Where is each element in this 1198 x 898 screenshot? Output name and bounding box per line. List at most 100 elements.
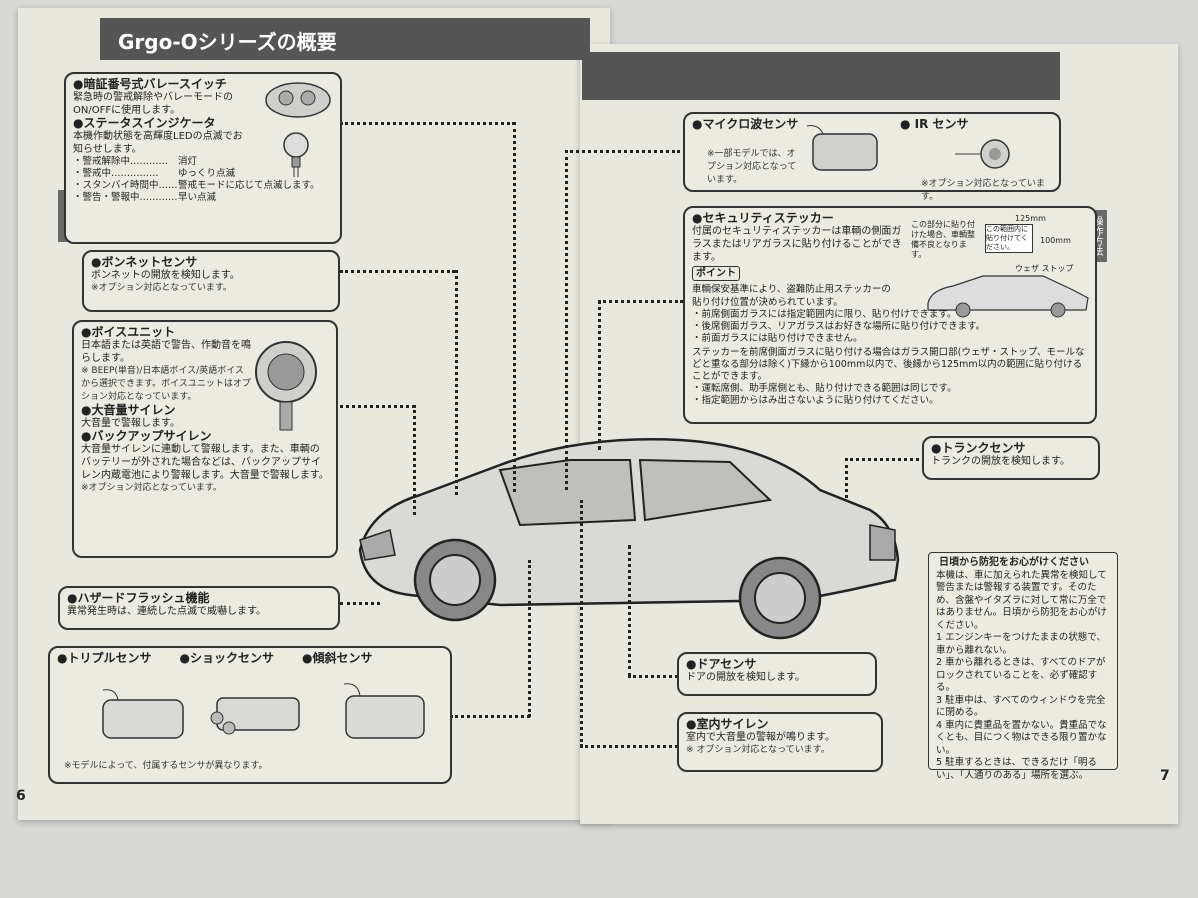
- sticker-bullet: ・前面ガラスには貼り付けできません。: [692, 333, 863, 344]
- dim-125: 125mm: [1015, 214, 1046, 223]
- valet-status-box: ●暗証番号式バレースイッチ 緊急時の警戒解除やバレーモードのON/OFFに使用し…: [64, 72, 342, 244]
- diagram-note-2: この範囲内に貼り付けてください。: [985, 224, 1033, 253]
- page-title: Grgo-Oシリーズの概要: [118, 30, 337, 54]
- hazard-box: ●ハザードフラッシュ機能 異常発生時は、連続した点滅で威嚇します。: [58, 586, 340, 630]
- status-row-label: ・警戒解除中…………: [73, 156, 169, 167]
- diagram-note-1: この部分に貼り付けた場合、車輌整備不良となります。: [911, 220, 975, 259]
- sticker-bullet2: ・指定範囲からはみ出さないように貼り付けてください。: [692, 395, 939, 406]
- door-box: ●ドアセンサ ドアの開放を検知します。: [677, 652, 877, 696]
- advice-item: 4 車内に貴重品を置かない。貴重品でなくとも、目につく物はできる限り置かない。: [936, 719, 1107, 756]
- led-indicator-icon: [283, 132, 309, 177]
- valet-heading: ●暗証番号式バレースイッチ: [73, 77, 227, 91]
- sticker-bullet2: ・運転席側、助手席側とも、貼り付けできる範囲は同じです。: [692, 383, 957, 394]
- status-row-value: ゆっくり点滅: [178, 168, 236, 179]
- weather-strip-label: ウェザ ストップ: [1015, 264, 1074, 273]
- advice-item: 3 駐車中は、すべてのウィンドウを完全に閉める。: [936, 694, 1106, 719]
- tilt-sensor-icon: [343, 683, 425, 739]
- interior-heading: ●室内サイレン: [686, 717, 769, 731]
- door-heading: ●ドアセンサ: [686, 657, 757, 671]
- bonnet-note: ※オプション対応となっています。: [91, 283, 232, 293]
- right-title-bar: [582, 52, 1060, 100]
- ir-heading: ● IR センサ: [900, 117, 969, 131]
- shock-sensor-heading: ●ショックセンサ: [179, 651, 274, 665]
- dim-100: 100mm: [1040, 236, 1071, 245]
- point-badge: ポイント: [692, 266, 740, 281]
- connector-line: [565, 150, 568, 490]
- siren-heading: ●大音量サイレン: [81, 403, 176, 417]
- connector-line: [845, 458, 848, 498]
- connector-line: [845, 458, 925, 461]
- trunk-box: ●トランクセンサ トランクの開放を検知します。: [922, 436, 1100, 480]
- advice-intro: 本機は、車に加えられた異常を検知して警告または警報する装置です。そのため、含盤や…: [936, 569, 1107, 631]
- backup-heading: ●バックアップサイレン: [81, 429, 212, 443]
- microwave-ir-box: ●マイクロ波センサ ※一部モデルでは、オプション対応となっています。 ● IR …: [683, 112, 1061, 202]
- sensors-note: ※モデルによって、付属するセンサが異なります。: [64, 761, 268, 771]
- sticker-car-icon: [927, 275, 1089, 318]
- page-number-left: 6: [16, 788, 26, 804]
- advice-box: 日頃から防犯をお心がけください 本機は、車に加えられた異常を検知して警告または警…: [928, 552, 1118, 781]
- valet-text: 緊急時の警戒解除やバレーモードのON/OFFに使用します。: [73, 92, 233, 116]
- interior-note: ※ オプション対応となっています。: [686, 745, 830, 755]
- interior-text: 室内で大音量の警報が鳴ります。: [686, 732, 835, 743]
- car-illustration: [358, 438, 900, 640]
- connector-line: [598, 300, 683, 303]
- bonnet-text: ボンネットの開放を検知します。: [91, 270, 240, 281]
- backup-text: 大音量サイレンに連動して警報します。また、車輌のバッテリーが外された場合などは、…: [81, 444, 329, 481]
- microwave-heading: ●マイクロ波センサ: [692, 117, 799, 131]
- sticker-detail: ステッカーを前席側面ガラスに貼り付ける場合はガラス開口部(ウェザ・ストップ、モー…: [692, 347, 1085, 382]
- ir-note: ※オプション対応となっています。: [921, 179, 1045, 202]
- connector-line: [628, 545, 631, 677]
- voice-note: ※ BEEP(単音)/日本語ボイス/英語ボイスから選択できます。ボイスユニットは…: [81, 366, 251, 402]
- connector-line: [513, 122, 516, 492]
- point-text: 車輌保安基準により、盗難防止用ステッカーの貼り付け位置が決められています。: [692, 284, 891, 308]
- status-heading: ●ステータスインジケータ: [73, 116, 216, 130]
- sensors-box: ●トリプルセンサ ●ショックセンサ ●傾斜センサ ※モデルによって、付属するセン…: [48, 646, 452, 784]
- connector-line: [580, 500, 583, 747]
- connector-line: [340, 602, 380, 605]
- connector-line: [528, 560, 531, 717]
- advice-heading: 日頃から防犯をお心がけください: [936, 557, 1092, 570]
- page-number-right: 7: [1160, 768, 1170, 784]
- sticker-bullet: ・後席側面ガラス、リアガラスはお好きな場所に貼り付けできます。: [692, 321, 986, 332]
- title-bar: Grgo-Oシリーズの概要: [100, 18, 590, 60]
- interior-box: ●室内サイレン 室内で大音量の警報が鳴ります。 ※ オプション対応となっています…: [677, 712, 883, 772]
- shock-sensor-icon: [210, 697, 300, 735]
- status-row-label: ・スタンバイ時間中……: [73, 180, 178, 191]
- connector-line: [565, 150, 680, 153]
- status-row-value: 早い点滅: [178, 192, 217, 203]
- connector-line: [340, 122, 515, 125]
- connector-line: [628, 675, 683, 678]
- connector-line: [455, 270, 458, 495]
- advice-item: 1 エンジンキーをつけたままの状態で、車から離れない。: [936, 632, 1106, 656]
- advice-item: 2 車から離れるときは、すべてのドアがロックされていることを、必ず確認する。: [936, 657, 1106, 693]
- connector-line: [340, 270, 455, 273]
- trunk-heading: ●トランクセンサ: [931, 441, 1026, 455]
- door-text: ドアの開放を検知します。: [686, 672, 805, 683]
- sticker-box: ●セキュリティステッカー 付属のセキュリティステッカーは車輌の側面ガラスまたはリ…: [683, 206, 1097, 424]
- ir-sensor-icon: [955, 139, 1010, 169]
- bonnet-heading: ●ボンネットセンサ: [91, 255, 198, 269]
- hazard-heading: ●ハザードフラッシュ機能: [67, 591, 210, 605]
- connector-line: [450, 715, 530, 718]
- microwave-sensor-icon: [806, 125, 878, 171]
- speaker-icon: [255, 341, 317, 431]
- sticker-heading: ●セキュリティステッカー: [692, 211, 834, 225]
- triple-sensor-icon: [102, 689, 184, 739]
- triple-sensor-heading: ●トリプルセンサ: [57, 651, 152, 665]
- trunk-text: トランクの開放を検知します。: [931, 456, 1070, 467]
- bonnet-box: ●ボンネットセンサ ボンネットの開放を検知します。 ※オプション対応となっていま…: [82, 250, 340, 312]
- hazard-text: 異常発生時は、連続した点滅で威嚇します。: [67, 606, 266, 617]
- status-row-label: ・警戒中……………: [73, 168, 159, 179]
- status-row-label: ・警告・警報中…………: [73, 192, 178, 203]
- connector-line: [340, 405, 415, 408]
- status-row-value: 消灯: [178, 156, 198, 167]
- advice-item: 5 駐車するときは、できるだけ「明るい」、「人通りのある」場所を選ぶ。: [936, 757, 1097, 781]
- tilt-sensor-heading: ●傾斜センサ: [301, 651, 373, 665]
- connector-line: [598, 300, 601, 450]
- valet-switch-icon: [265, 82, 331, 118]
- sticker-bullet: ・前席側面ガラスには指定範囲内に限り、貼り付けできます。: [692, 309, 957, 320]
- siren-text: 大音量で警報します。: [81, 418, 180, 429]
- backup-note: ※オプション対応となっています。: [81, 483, 222, 493]
- connector-line: [580, 745, 683, 748]
- voice-text: 日本語または英語で警告、作動音を鳴らします。: [81, 340, 251, 364]
